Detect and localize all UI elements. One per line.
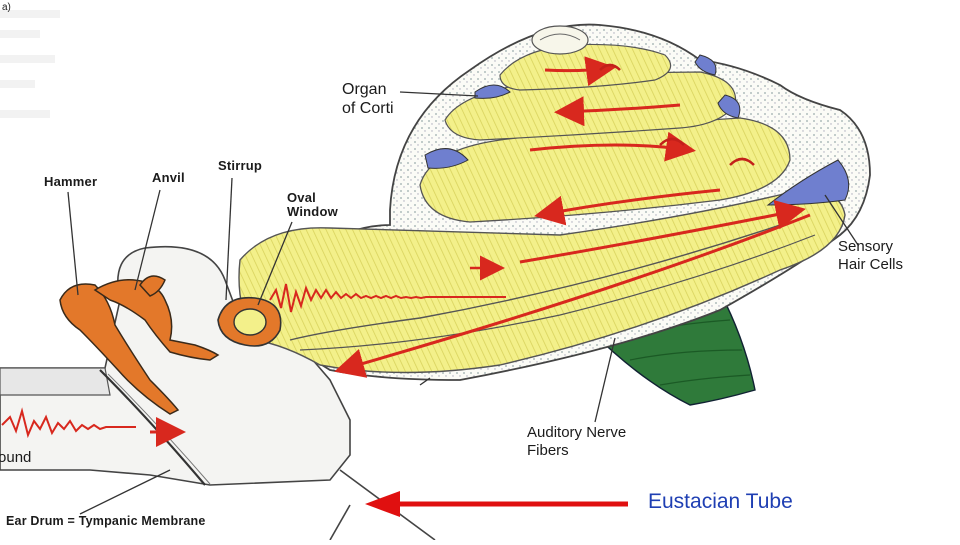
wave-arrows (334, 56, 811, 378)
label-oval-window: Oval Window (287, 190, 338, 219)
hair-cells-shape (424, 54, 850, 206)
label-ear-drum: Ear Drum = Tympanic Membrane (6, 514, 206, 528)
leader-lines (67, 91, 859, 515)
label-anvil: Anvil (152, 170, 185, 185)
label-eustachian-tube: Eustacian Tube (648, 490, 793, 513)
label-sound: Sound (0, 449, 32, 466)
ear-drum-shape (99, 369, 206, 486)
label-auditory-nerve-fibers: Auditory Nerve Fibers (527, 424, 627, 459)
label-organ-of-corti: Organ of Corti (342, 81, 394, 117)
sound-wave (1, 407, 186, 447)
label-stirrup: Stirrup (218, 158, 263, 173)
ossicles-shape (59, 275, 220, 415)
middle-ear-shape (0, 245, 351, 486)
cochlea-shape (238, 23, 871, 381)
label-hammer: Hammer (44, 174, 98, 189)
background-bleed (0, 10, 60, 118)
panel-tag: a) (2, 2, 11, 13)
label-sensory-hair-cells: Sensory Hair Cells (838, 238, 904, 273)
oval-window-shape (217, 296, 282, 347)
eustachian-arrow[interactable] (365, 491, 628, 517)
fluid-wave (269, 255, 506, 313)
